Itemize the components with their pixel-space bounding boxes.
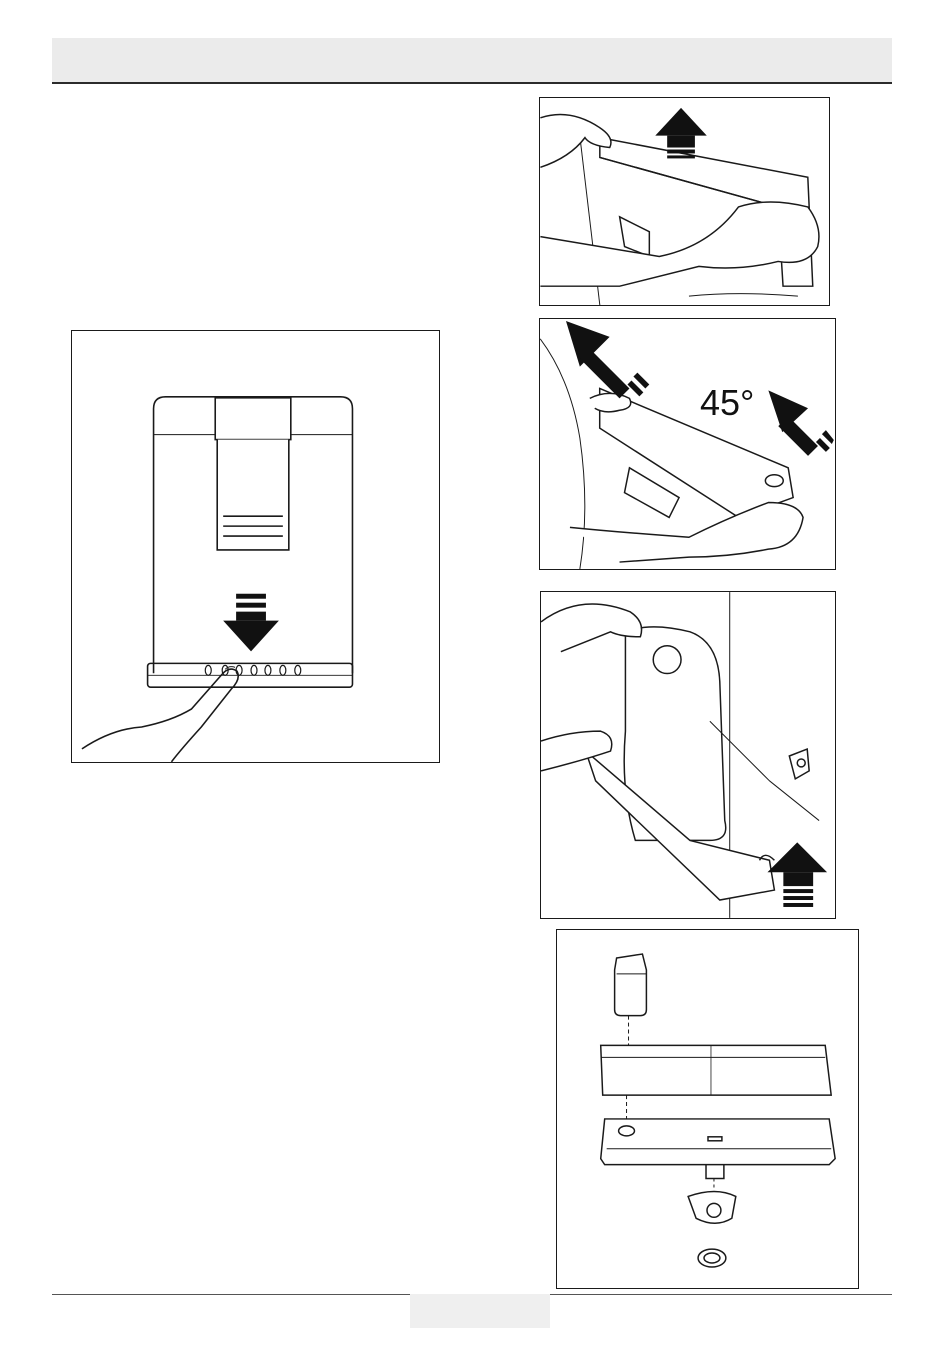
angle-label: 45° [700, 385, 754, 421]
figure-shelf-lift [539, 97, 830, 306]
header-bar [52, 38, 892, 84]
right-hand-drawing [570, 503, 803, 563]
dispenser-panel-drawing [72, 331, 439, 762]
shelf-lift-drawing [540, 98, 829, 305]
tank-body-part [601, 1119, 835, 1165]
valve-part [688, 1191, 736, 1223]
figure-tank-removal [540, 591, 836, 919]
shelf-tilt-drawing [540, 319, 835, 569]
page-number [410, 1294, 550, 1328]
seal-ring-part [698, 1249, 726, 1267]
figure-shelf-tilt: 45° [539, 318, 836, 570]
valve-cap [615, 954, 647, 1016]
tray-part [601, 1045, 831, 1095]
arrow-up-left-icon [566, 321, 649, 398]
left-hand-drawing [540, 115, 611, 168]
figure-dispenser-panel [71, 330, 440, 763]
arrow-down-icon [223, 594, 279, 652]
exploded-view-drawing [557, 930, 858, 1288]
arrow-up-icon [767, 842, 827, 907]
figure-exploded-view [556, 929, 859, 1289]
right-hand-drawing [540, 202, 819, 286]
finger-drawing [82, 669, 238, 762]
left-hand-drawing [590, 393, 631, 411]
tank-removal-drawing [541, 592, 835, 918]
arrow-up-left-icon-2 [768, 390, 833, 455]
